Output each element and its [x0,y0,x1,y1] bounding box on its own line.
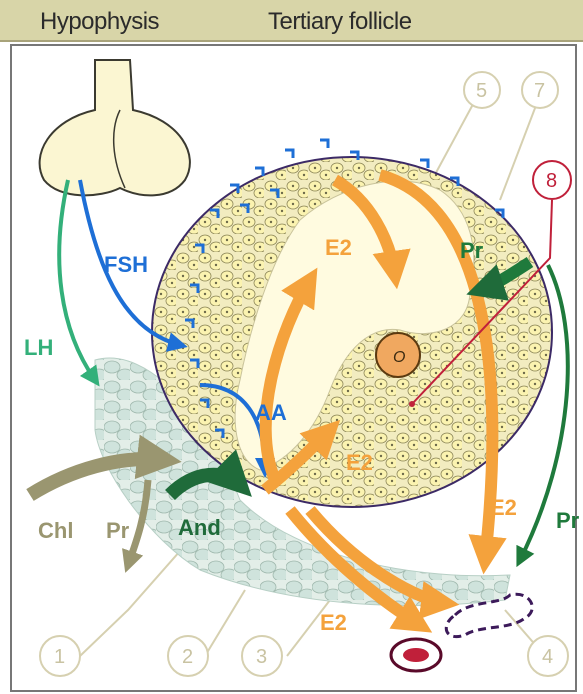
svg-text:2: 2 [182,646,193,668]
lh-arrow [59,180,95,380]
fsh-label: FSH [104,252,148,277]
marker-8-dot [409,401,415,407]
e2-right-label: E2 [490,495,517,520]
pr-top-label: Pr [460,238,484,263]
pr-left-label: Pr [106,518,130,543]
svg-text:3: 3 [256,646,267,668]
e2-mid-label: E2 [346,450,373,475]
number-marker-7: 7 [522,72,558,108]
chl-label: Chl [38,518,73,543]
number-marker-5: 5 [464,72,500,108]
number-marker-8: 8 [533,161,571,199]
and-label: And [178,515,221,540]
pr-right-label: Pr [556,508,580,533]
svg-text:5: 5 [476,80,487,102]
lh-label: LH [24,335,53,360]
e2-bottom-label: E2 [320,610,347,635]
svg-text:1: 1 [54,646,65,668]
number-marker-1: 1 [40,636,80,676]
e2-top-label: E2 [325,235,352,260]
number-marker-3: 3 [242,636,282,676]
svg-text:7: 7 [534,80,545,102]
aa-label: AA [255,400,287,425]
target-red-core [403,648,429,662]
svg-text:8: 8 [546,170,557,192]
oocyte-label: O [393,349,405,366]
svg-text:4: 4 [542,646,553,668]
number-marker-4: 4 [528,636,568,676]
number-marker-2: 2 [168,636,208,676]
